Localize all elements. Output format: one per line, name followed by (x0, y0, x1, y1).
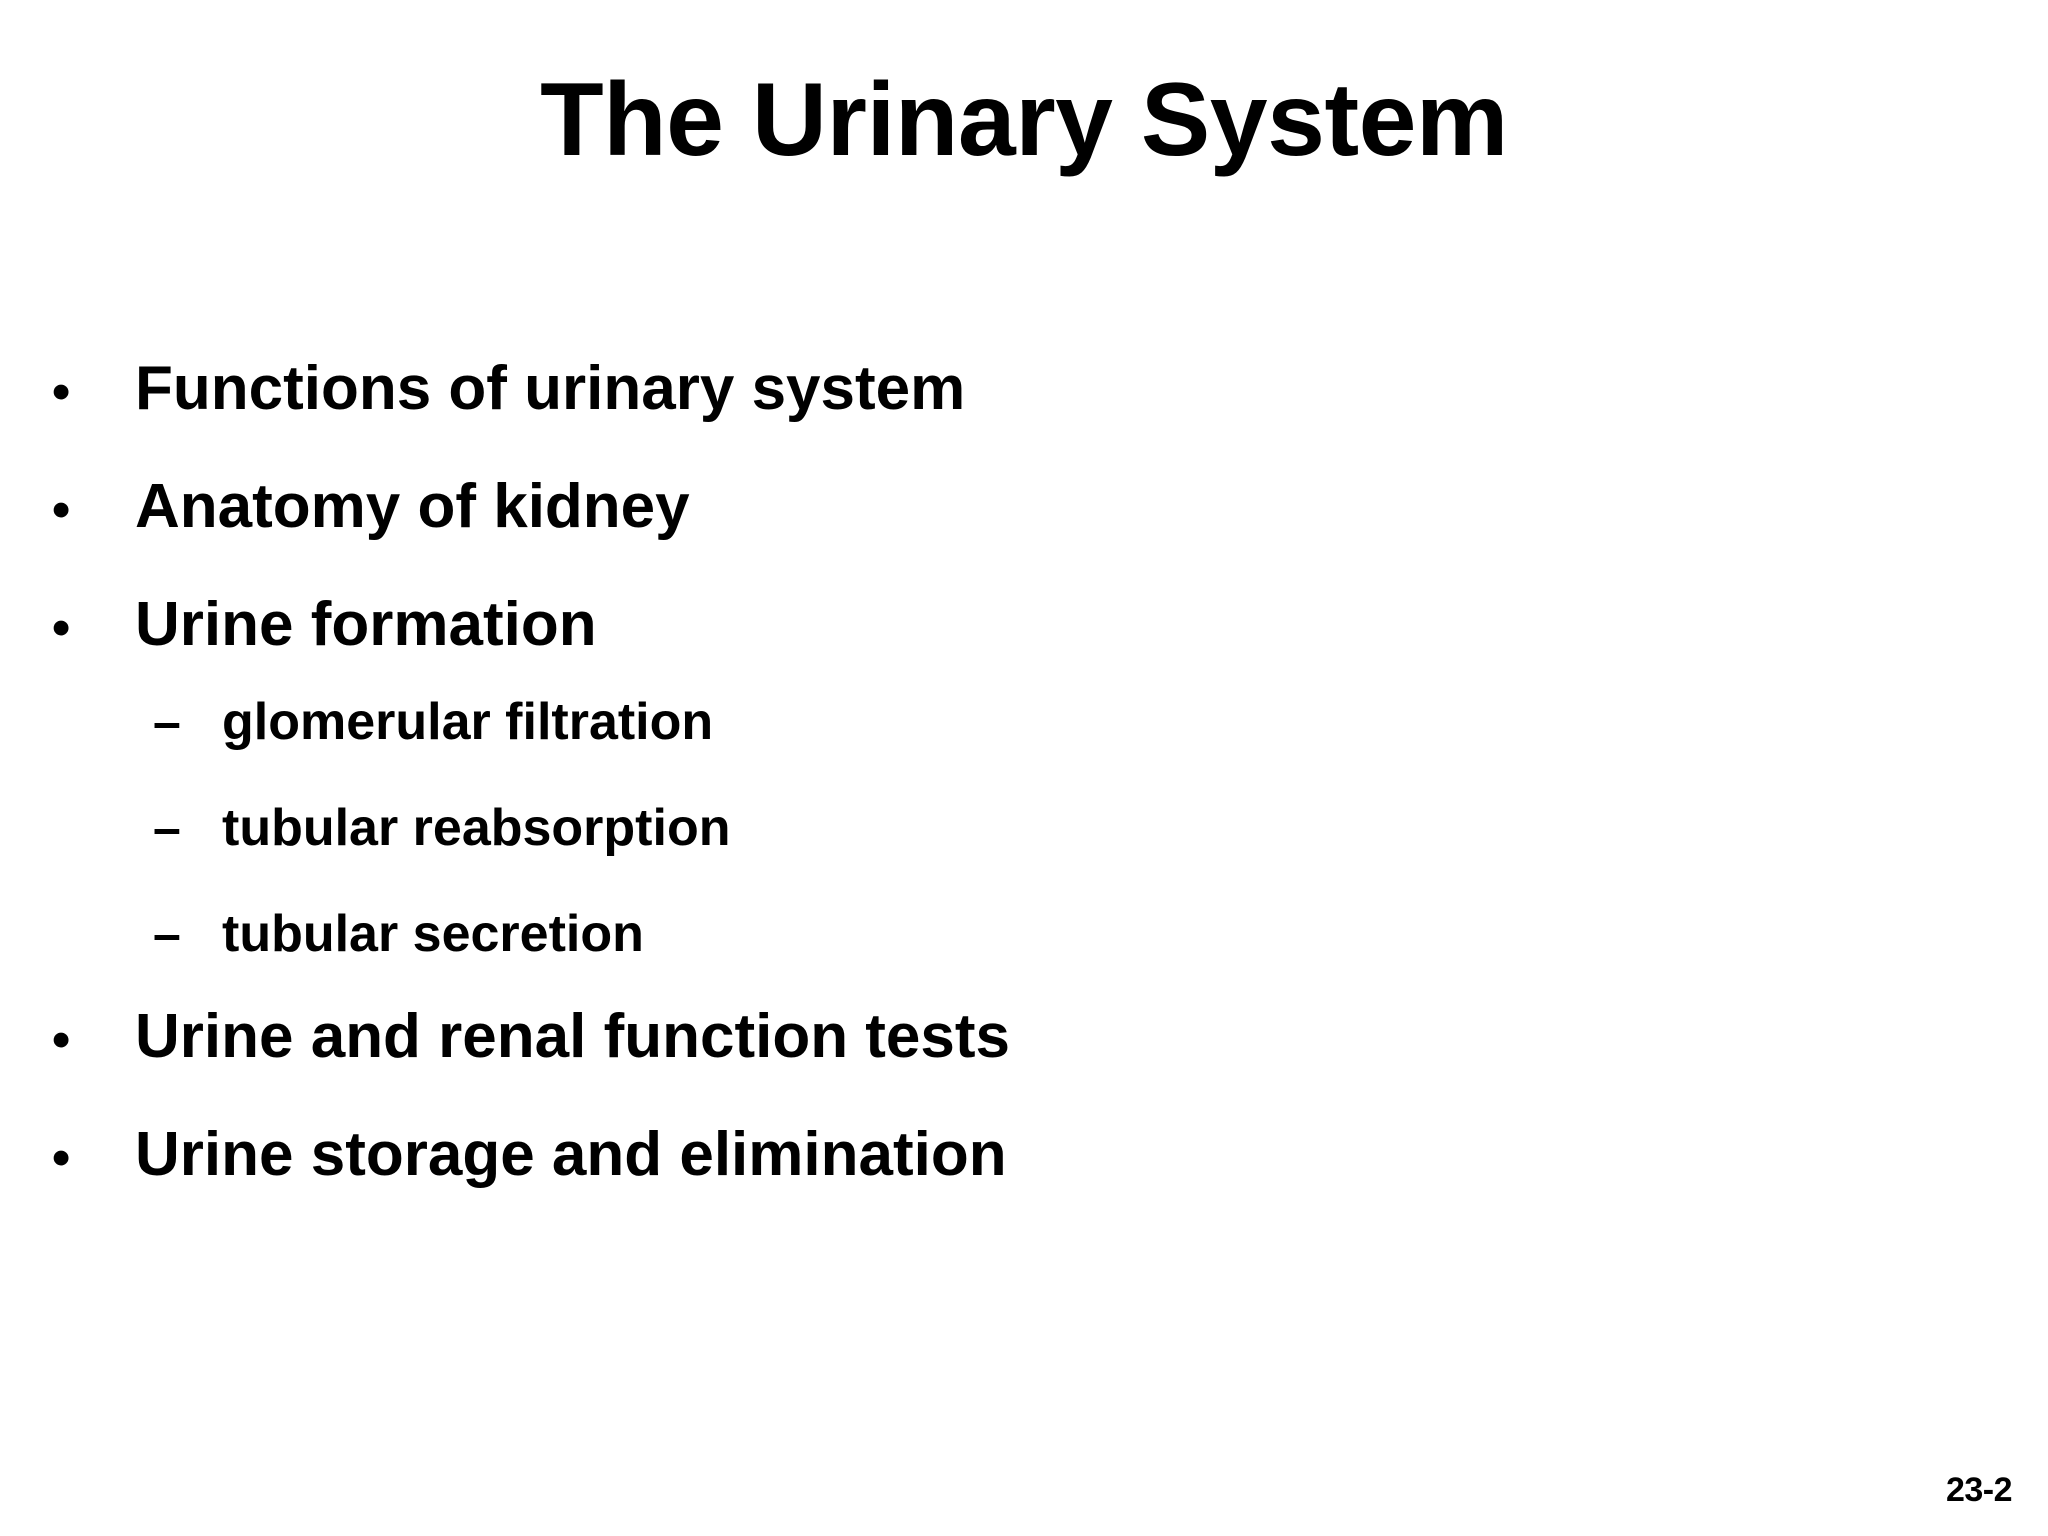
bullet-marker-dot-icon: • (52, 1011, 71, 1069)
bullet-marker-dot-icon: • (52, 1129, 71, 1187)
bullet-marker-dot-icon: • (52, 481, 71, 539)
sub-bullet-marker-dash-icon: – (153, 800, 181, 856)
sub-bullet-item-tubular-secretion: – tubular secretion (40, 908, 2000, 960)
bullet-label: Functions of urinary system (135, 354, 966, 423)
sub-bullet-item-glomerular-filtration: – glomerular filtration (40, 696, 2000, 748)
bullet-label: Anatomy of kidney (135, 472, 690, 541)
bullet-item-urine-and-renal-function-tests: • Urine and renal function tests (40, 1006, 2000, 1068)
bullet-label: Urine storage and elimination (135, 1120, 1007, 1189)
bullet-label: Urine and renal function tests (135, 1002, 1011, 1071)
bullet-marker-dot-icon: • (52, 363, 71, 421)
sub-bullet-label: tubular secretion (222, 905, 644, 963)
bullet-item-anatomy-of-kidney: • Anatomy of kidney (40, 476, 2000, 538)
slide-body-bullet-list: • Functions of urinary system • Anatomy … (40, 358, 2000, 1242)
bullet-label: Urine formation (135, 590, 597, 659)
bullet-marker-dot-icon: • (52, 599, 71, 657)
bullet-item-functions-of-urinary-system: • Functions of urinary system (40, 358, 2000, 420)
sub-bullet-marker-dash-icon: – (153, 906, 181, 962)
bullet-item-urine-formation: • Urine formation (40, 594, 2000, 656)
slide-page-number: 23-2 (1945, 1471, 2013, 1509)
sub-bullet-label: tubular reabsorption (222, 799, 731, 857)
bullet-item-urine-storage-and-elimination: • Urine storage and elimination (40, 1124, 2000, 1186)
sub-bullet-label: glomerular filtration (222, 693, 714, 751)
sub-bullet-item-tubular-reabsorption: – tubular reabsorption (40, 802, 2000, 854)
slide-title: The Urinary System (540, 62, 1508, 178)
sub-bullet-marker-dash-icon: – (153, 694, 181, 750)
